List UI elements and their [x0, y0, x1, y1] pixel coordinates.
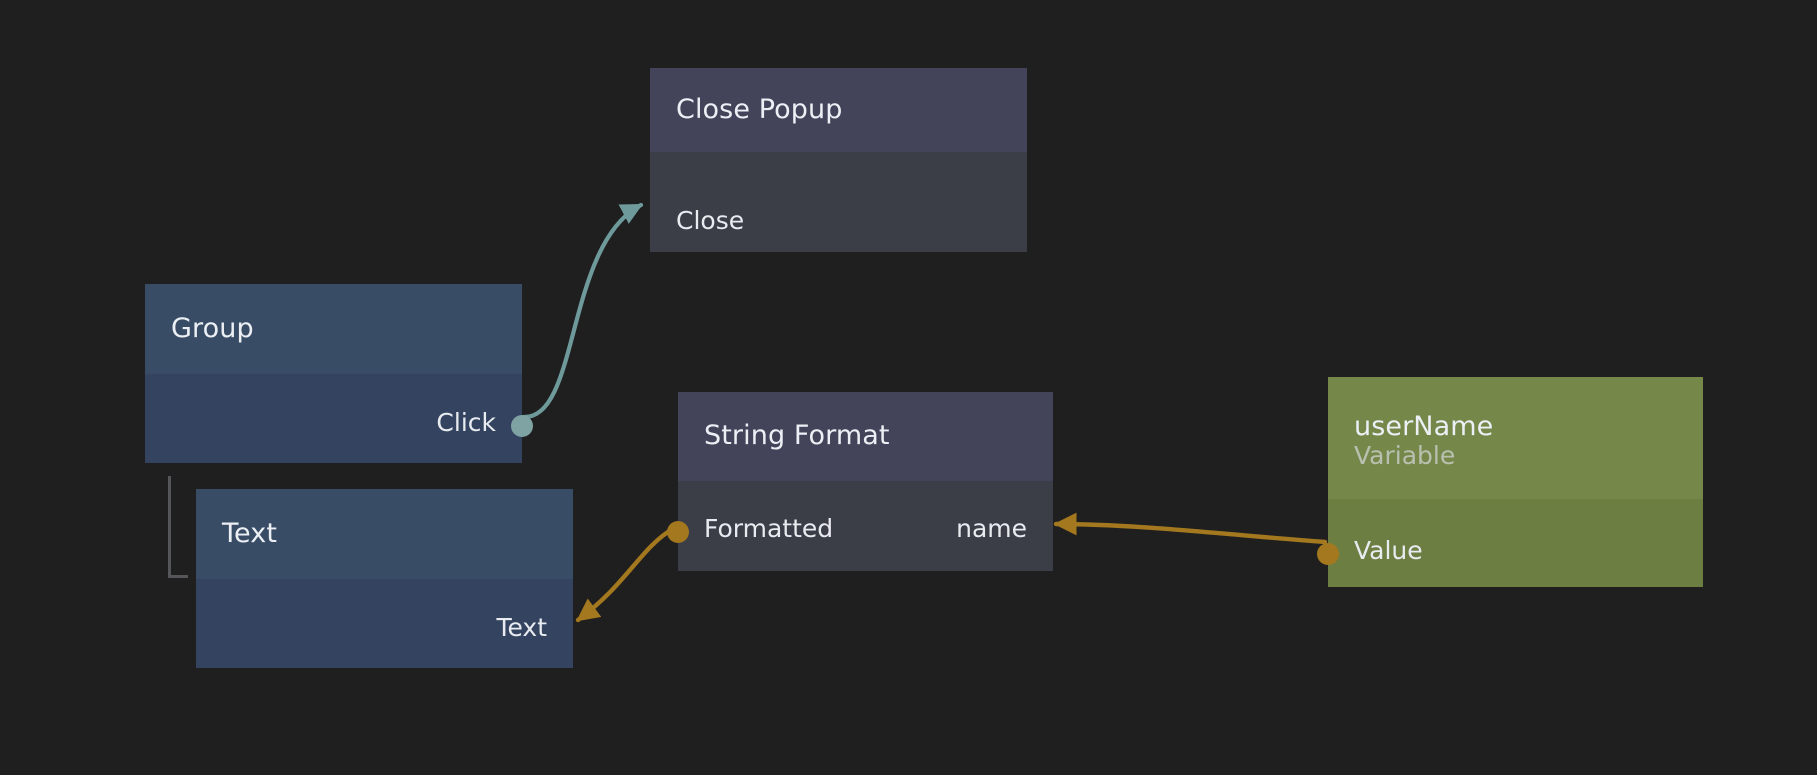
port-row-close[interactable]: Close [650, 203, 1027, 237]
node-text-header[interactable]: Text [196, 489, 573, 579]
wire-group-click-to-close-popup [521, 202, 644, 420]
node-string-format-title: String Format [704, 420, 890, 452]
port-label-value[interactable]: Value [1354, 535, 1423, 565]
node-group-title: Group [171, 312, 254, 344]
port-row-text[interactable]: Text [196, 610, 573, 644]
node-group-body[interactable]: Click [145, 374, 533, 463]
wire-formatted-to-text [575, 525, 677, 623]
node-group[interactable]: Group Click [145, 284, 533, 463]
port-label-formatted[interactable]: Formatted [704, 513, 834, 543]
node-username-body[interactable]: Value [1317, 499, 1703, 587]
node-username-subtitle: Variable [1354, 441, 1456, 471]
port-dot-value[interactable] [1317, 543, 1339, 565]
node-close-popup[interactable]: Close Popup Close [650, 68, 1027, 252]
node-close-popup-body[interactable]: Close [650, 152, 1027, 252]
port-row-value[interactable]: Value [1328, 533, 1703, 567]
wire-username-value-to-name [1053, 512, 1328, 545]
node-text[interactable]: Text Text [196, 489, 573, 668]
port-label-close[interactable]: Close [676, 205, 745, 235]
node-close-popup-header[interactable]: Close Popup [650, 68, 1027, 152]
port-row-string-format[interactable]: Formatted name [678, 511, 1053, 545]
node-username[interactable]: userName Variable Value [1317, 377, 1703, 587]
port-dot-click[interactable] [511, 415, 533, 437]
node-string-format-body[interactable]: Formatted name [667, 481, 1053, 571]
port-label-click[interactable]: Click [436, 407, 496, 437]
port-label-name[interactable]: name [956, 513, 1027, 543]
node-string-format-header[interactable]: String Format [678, 392, 1053, 481]
node-text-title: Text [222, 517, 278, 549]
node-text-body[interactable]: Text [196, 579, 573, 668]
node-close-popup-title: Close Popup [676, 93, 843, 125]
port-dot-formatted[interactable] [667, 521, 689, 543]
node-group-header[interactable]: Group [145, 284, 522, 374]
group-hierarchy-bracket [168, 476, 188, 578]
node-string-format[interactable]: String Format Formatted name [667, 392, 1053, 571]
port-label-text[interactable]: Text [496, 612, 547, 642]
node-username-header[interactable]: userName Variable [1328, 377, 1703, 499]
node-username-title: userName [1354, 410, 1494, 442]
port-row-click[interactable]: Click [145, 405, 522, 439]
